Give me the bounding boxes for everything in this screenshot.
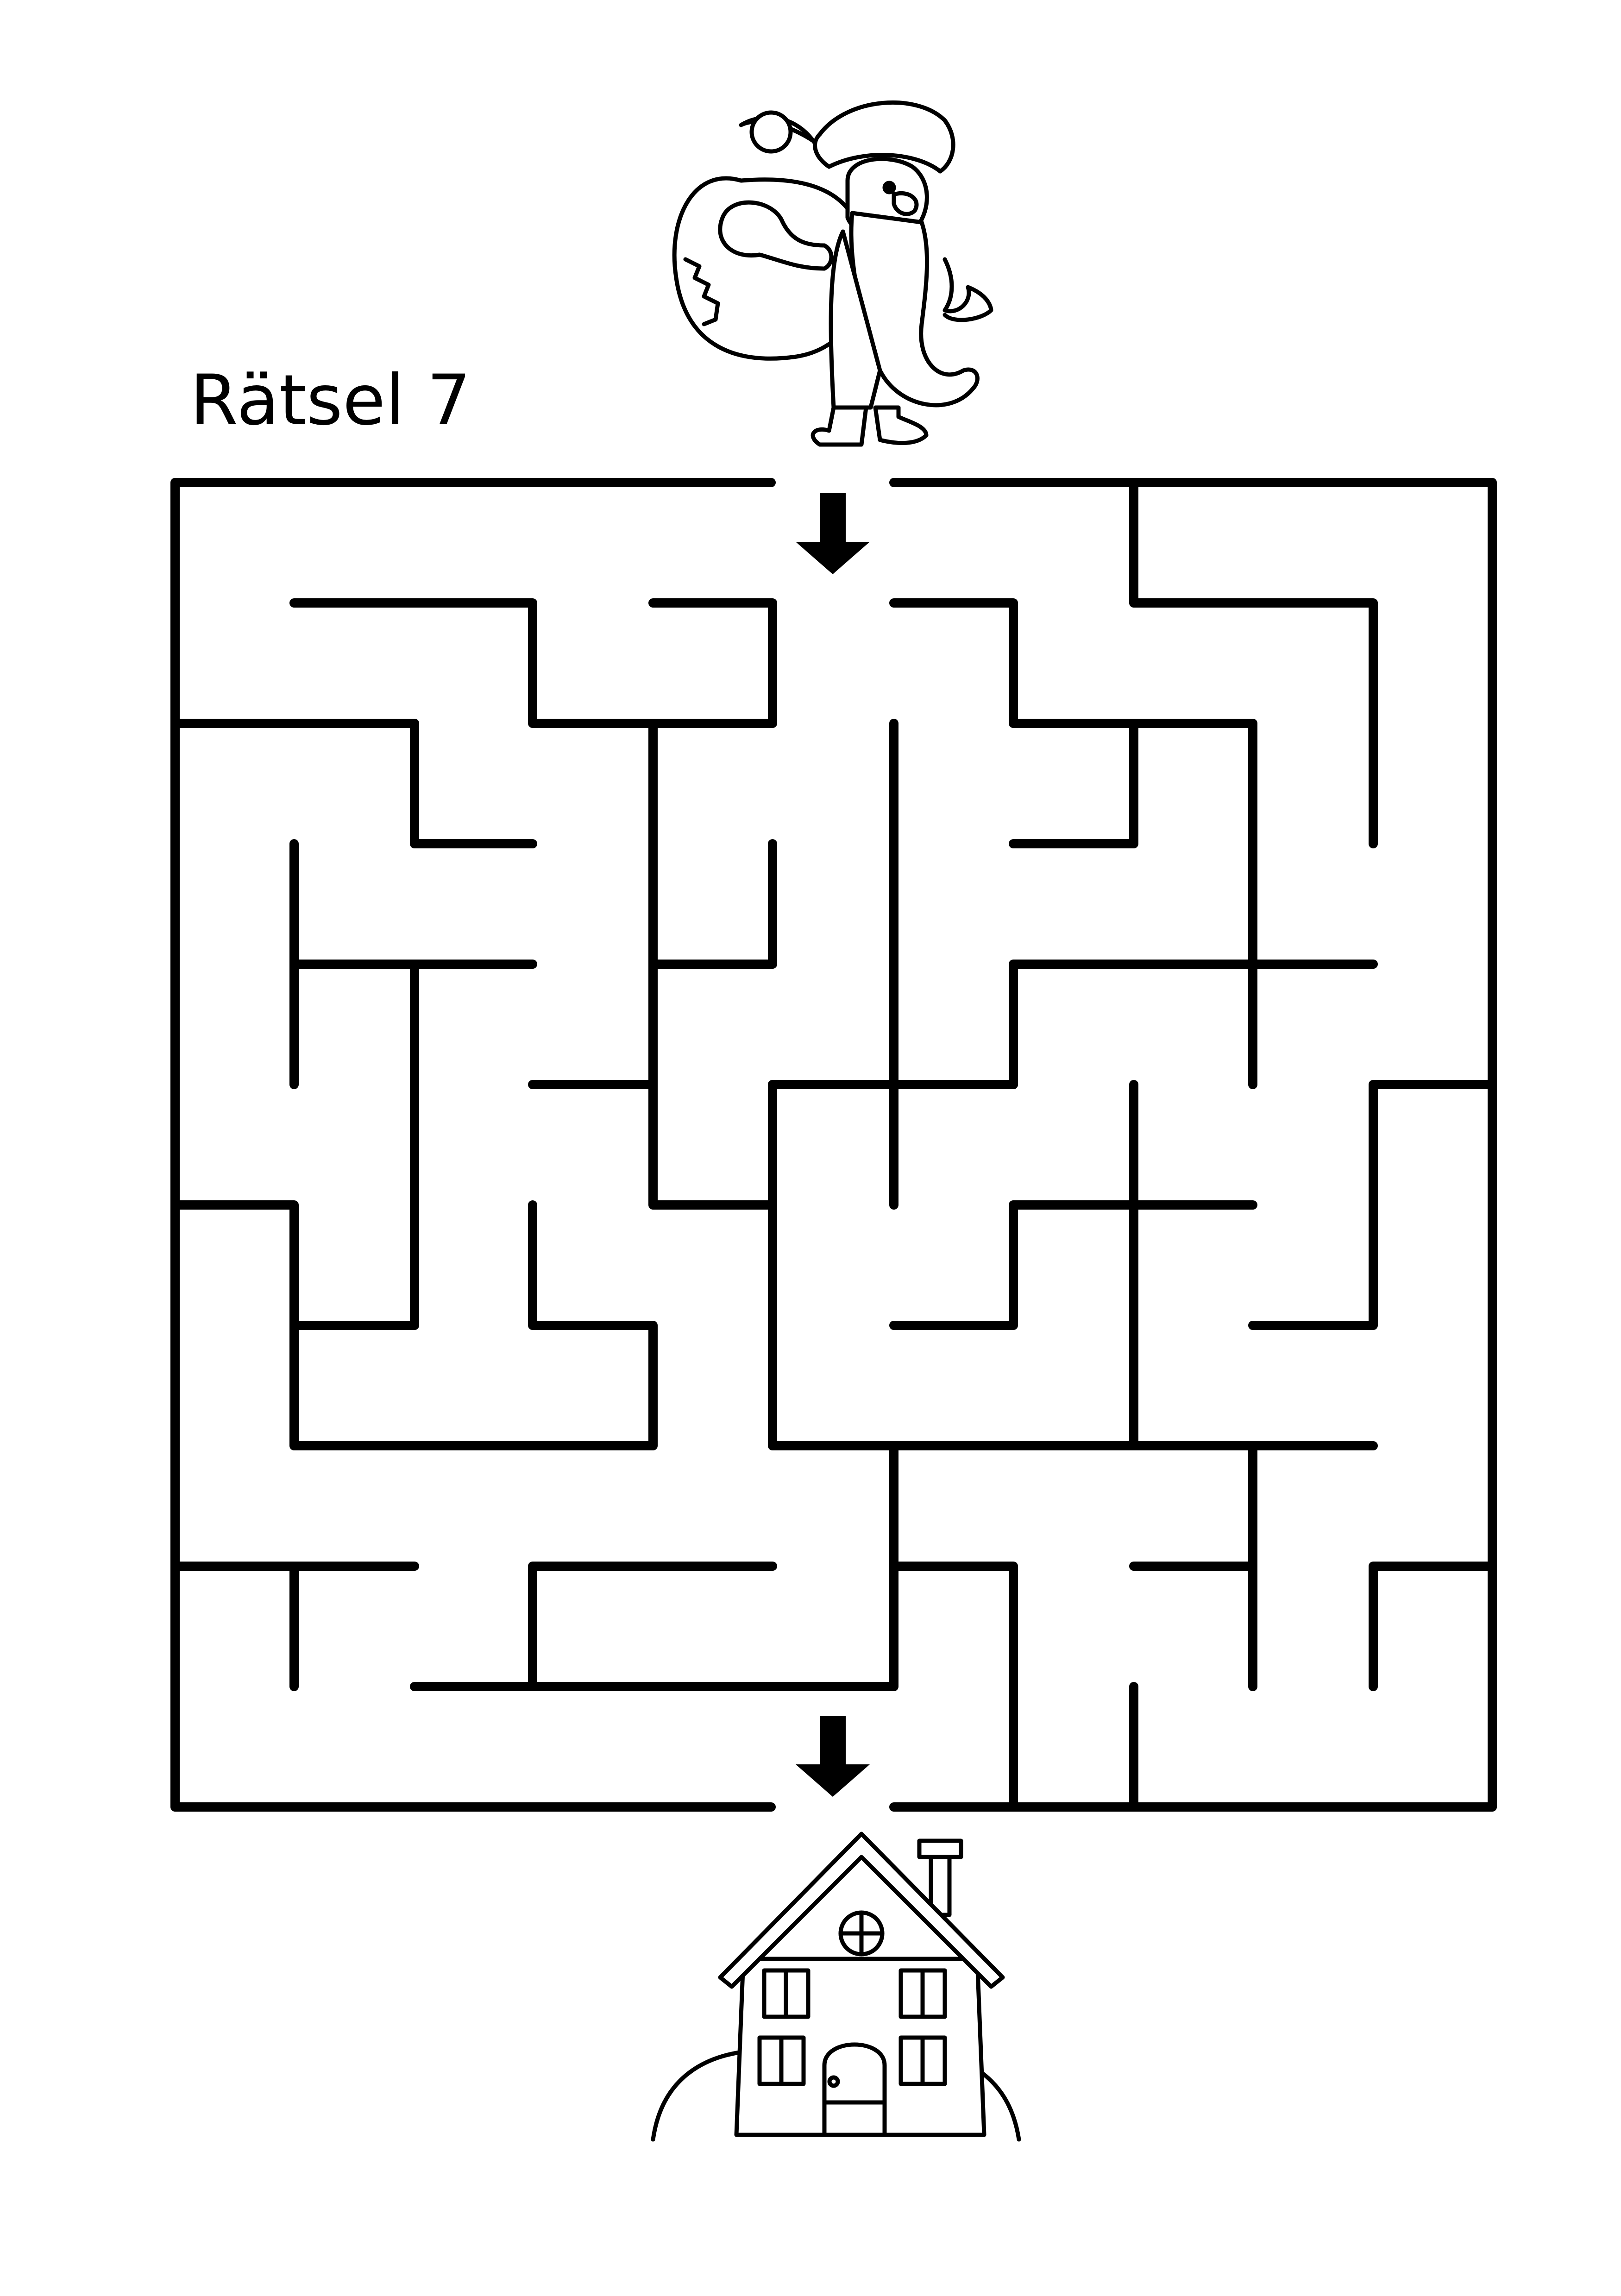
maze-walls: [170, 478, 1497, 1812]
santa-claus-illustration: [672, 100, 993, 447]
puzzle-title: Rätsel 7: [190, 360, 471, 441]
house-illustration: [651, 1832, 1021, 2142]
start-arrow-icon: [796, 493, 870, 574]
end-arrow-icon: [796, 1716, 870, 1797]
